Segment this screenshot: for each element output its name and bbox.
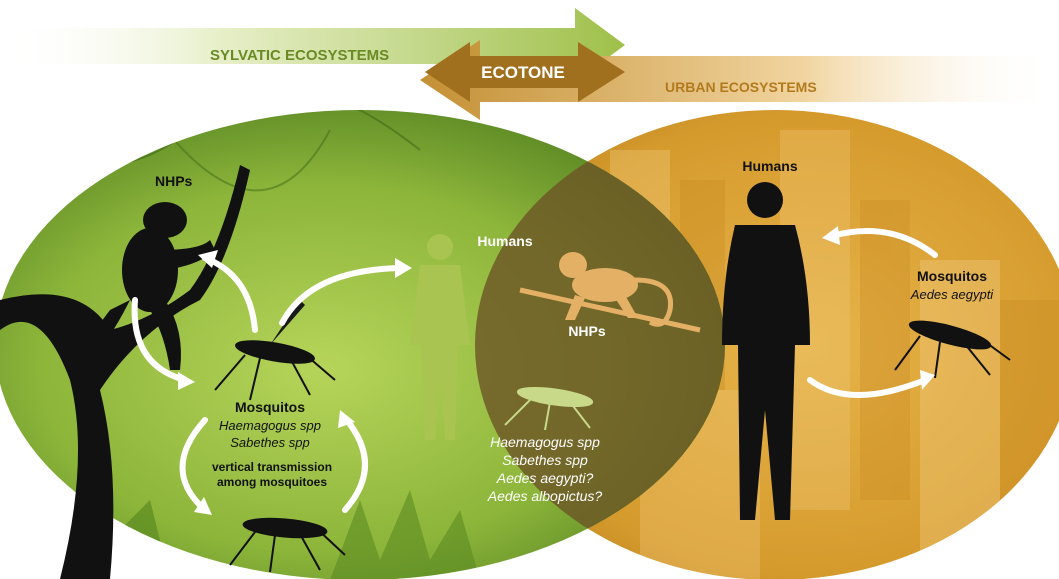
ecotone-humans-label: Humans — [477, 233, 532, 249]
urban-humans-label: Humans — [742, 158, 797, 174]
ecotone-nhps-label: NHPs — [568, 323, 606, 339]
sylvatic-banner-label: SYLVATIC ECOSYSTEMS — [210, 47, 389, 64]
sylvatic-nhps-label: NHPs — [155, 173, 193, 189]
urban-banner-label: URBAN ECOSYSTEMS — [665, 79, 817, 95]
ecotone-species-1: Haemagogus spp — [490, 434, 600, 450]
vertical-transmission-line-2: among mosquitoes — [217, 475, 327, 489]
vertical-transmission-line-1: vertical transmission — [212, 460, 332, 474]
sylvatic-mosquitos-title: Mosquitos — [235, 399, 305, 415]
sylvatic-species-2: Sabethes spp — [230, 435, 310, 450]
urban-species: Aedes aegypti — [910, 287, 995, 302]
ecotone-banner-label: ECOTONE — [481, 63, 565, 82]
urban-mosquitos-title: Mosquitos — [917, 268, 987, 284]
ecotone-species-4: Aedes albopictus? — [487, 488, 603, 504]
banner: SYLVATIC ECOSYSTEMS ECOTONE URBAN ECOSYS… — [0, 8, 1059, 120]
sylvatic-species-1: Haemagogus spp — [219, 418, 321, 433]
ecotone-species-3: Aedes aegypti? — [496, 470, 594, 486]
ecotone-species-2: Sabethes spp — [502, 452, 588, 468]
